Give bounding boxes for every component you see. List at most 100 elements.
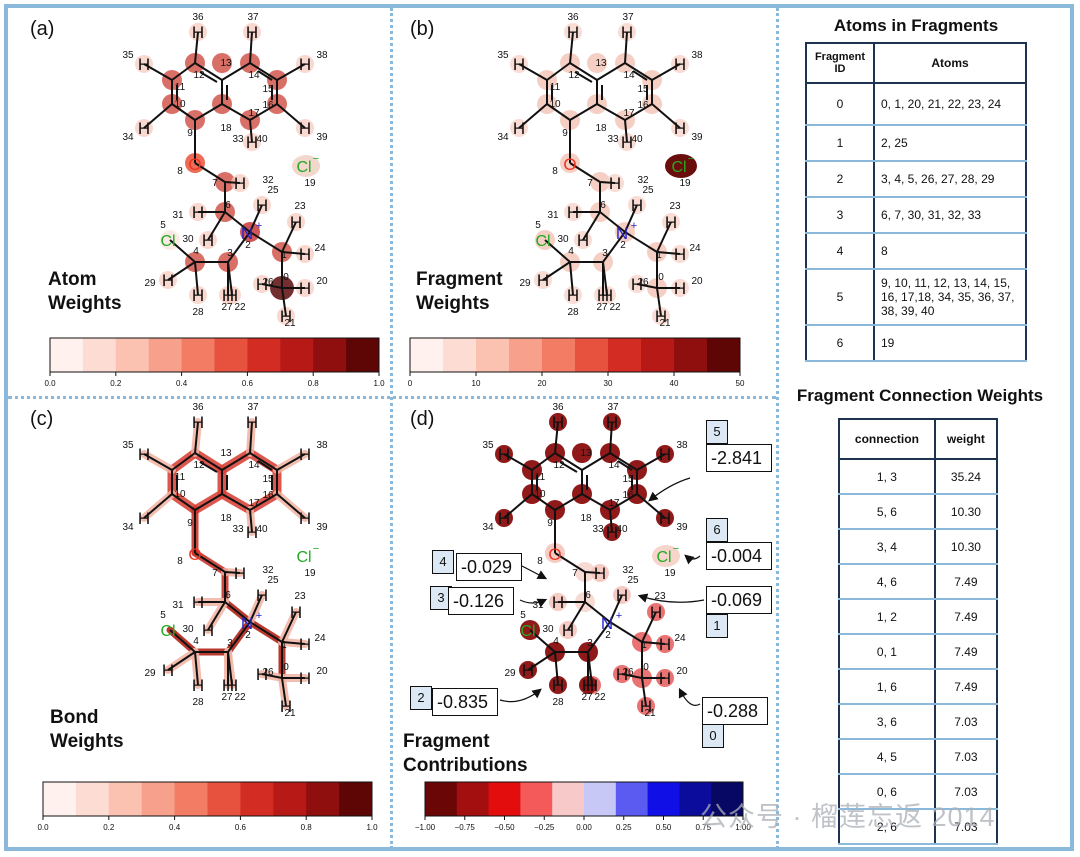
svg-text:10: 10 <box>174 489 186 500</box>
svg-text:3: 3 <box>602 248 608 259</box>
svg-text:11: 11 <box>175 82 186 93</box>
svg-text:H: H <box>246 23 258 42</box>
svg-text:4: 4 <box>193 636 199 647</box>
svg-text:3: 3 <box>227 638 233 649</box>
weight-cell: 7.03 <box>933 808 999 845</box>
svg-text:29: 29 <box>144 668 156 679</box>
svg-text:H: H <box>552 593 564 612</box>
callout-arrow <box>499 688 542 703</box>
panel-c-letter: (c) <box>30 408 54 430</box>
svg-text:39: 39 <box>676 522 688 533</box>
svg-text:H: H <box>202 621 214 640</box>
svg-text:20: 20 <box>538 379 547 388</box>
svg-text:9: 9 <box>547 518 553 529</box>
callout-contribution-value: -0.126 <box>448 587 514 615</box>
svg-text:39: 39 <box>316 522 328 533</box>
svg-text:−0.50: −0.50 <box>494 823 515 832</box>
connection-table-header-connection: connection <box>838 418 936 460</box>
svg-text:0.0: 0.0 <box>44 379 56 388</box>
svg-text:H: H <box>299 119 311 138</box>
callout-arrow <box>648 477 691 502</box>
svg-text:25: 25 <box>642 185 654 196</box>
svg-text:H: H <box>606 413 618 432</box>
svg-text:H: H <box>513 55 525 74</box>
svg-text:H: H <box>665 213 677 232</box>
svg-text:24: 24 <box>689 243 701 254</box>
svg-text:23: 23 <box>669 201 681 212</box>
svg-text:H: H <box>674 279 686 298</box>
svg-text:33: 33 <box>232 134 244 145</box>
svg-text:27: 27 <box>221 302 233 313</box>
svg-text:Cl: Cl <box>656 549 671 566</box>
svg-text:5: 5 <box>535 220 541 231</box>
svg-text:5: 5 <box>160 220 166 231</box>
atoms-table-title: Atoms in Fragments <box>833 16 999 35</box>
svg-text:H: H <box>567 286 579 305</box>
svg-text:1: 1 <box>656 250 662 261</box>
svg-text:H: H <box>674 245 686 264</box>
svg-text:25: 25 <box>267 185 279 196</box>
svg-text:N: N <box>241 224 253 243</box>
svg-text:11: 11 <box>175 472 186 483</box>
svg-text:1.0: 1.0 <box>366 823 378 832</box>
callout-fragment-id: 5 <box>706 420 728 444</box>
svg-text:30: 30 <box>182 234 194 245</box>
svg-text:0.6: 0.6 <box>242 379 254 388</box>
svg-text:H: H <box>138 55 150 74</box>
svg-text:15: 15 <box>262 84 274 95</box>
svg-text:H: H <box>567 23 579 42</box>
svg-text:26: 26 <box>262 667 274 678</box>
svg-text:19: 19 <box>304 568 316 579</box>
svg-text:34: 34 <box>497 132 509 143</box>
callout-arrow <box>521 565 548 580</box>
svg-text:H: H <box>513 119 525 138</box>
svg-text:0.2: 0.2 <box>110 379 122 388</box>
svg-text:O: O <box>548 545 561 564</box>
svg-text:17: 17 <box>608 498 620 509</box>
svg-text:3: 3 <box>227 248 233 259</box>
svg-text:18: 18 <box>220 123 232 134</box>
svg-text:2: 2 <box>605 630 611 641</box>
svg-text:28: 28 <box>192 697 204 708</box>
svg-text:1: 1 <box>281 250 287 261</box>
panel-divider-vertical-2 <box>776 8 779 849</box>
svg-text:13: 13 <box>220 58 232 69</box>
svg-text:11: 11 <box>550 82 561 93</box>
svg-text:0.6: 0.6 <box>235 823 247 832</box>
atoms-cell: 3, 4, 5, 26, 27, 28, 29 <box>873 160 1027 198</box>
svg-text:7: 7 <box>587 178 593 189</box>
svg-text:40: 40 <box>616 524 628 535</box>
svg-text:30: 30 <box>557 234 569 245</box>
svg-text:0.8: 0.8 <box>301 823 313 832</box>
callout-contribution-value: -0.004 <box>706 542 772 570</box>
svg-text:H: H <box>299 669 311 688</box>
watermark: 公众号 · 榴莲忘返 2014 <box>700 802 996 832</box>
svg-text:36: 36 <box>567 12 579 23</box>
svg-text:18: 18 <box>220 513 232 524</box>
svg-text:H: H <box>234 174 246 193</box>
weight-cell: 10.30 <box>933 493 999 530</box>
weight-cell: 7.03 <box>933 738 999 775</box>
svg-text:+: + <box>256 610 262 622</box>
atoms-cell: 19 <box>873 324 1027 362</box>
connection-cell: 4, 6 <box>838 563 936 600</box>
svg-text:30: 30 <box>604 379 613 388</box>
svg-text:33: 33 <box>607 134 619 145</box>
svg-text:22: 22 <box>234 692 246 703</box>
svg-text:H: H <box>192 286 204 305</box>
svg-text:20: 20 <box>316 276 328 287</box>
svg-text:H: H <box>674 55 686 74</box>
svg-text:1.0: 1.0 <box>373 379 385 388</box>
svg-text:29: 29 <box>504 668 516 679</box>
svg-text:14: 14 <box>623 70 635 81</box>
svg-text:H: H <box>290 213 302 232</box>
svg-text:13: 13 <box>580 448 592 459</box>
